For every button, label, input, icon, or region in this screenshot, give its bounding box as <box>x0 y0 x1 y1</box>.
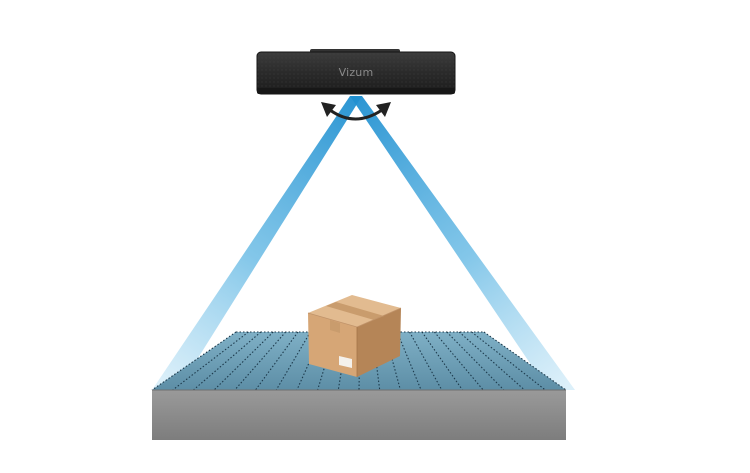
conveyor-belt-line <box>234 331 287 391</box>
conveyor-belt-line <box>193 331 262 391</box>
conveyor-belt-line <box>421 331 463 391</box>
conveyor-belt-line <box>409 331 443 391</box>
conveyor-belt-line <box>255 331 299 391</box>
cardboard-box-icon <box>307 295 402 377</box>
scanner-device: Vizum <box>256 49 456 95</box>
laser-beams <box>152 96 575 390</box>
conveyor-belt-line <box>446 331 505 391</box>
conveyor-platform-side <box>152 390 566 440</box>
conveyor-belt-line <box>433 331 484 391</box>
shipping-label <box>339 356 352 368</box>
conveyor-belt-line <box>458 331 525 391</box>
conveyor-belt-line <box>384 331 401 391</box>
laser-beam-right <box>350 96 575 390</box>
conveyor-belt-line <box>483 331 567 391</box>
laser-beam-left <box>152 96 362 390</box>
scanner-brand-label: Vizum <box>339 66 374 79</box>
conveyor-belt-line <box>471 331 546 391</box>
double-headed-arc-arrow-icon <box>321 102 391 121</box>
conveyor-belt-line <box>151 331 237 391</box>
conveyor-belt-line <box>275 331 311 391</box>
